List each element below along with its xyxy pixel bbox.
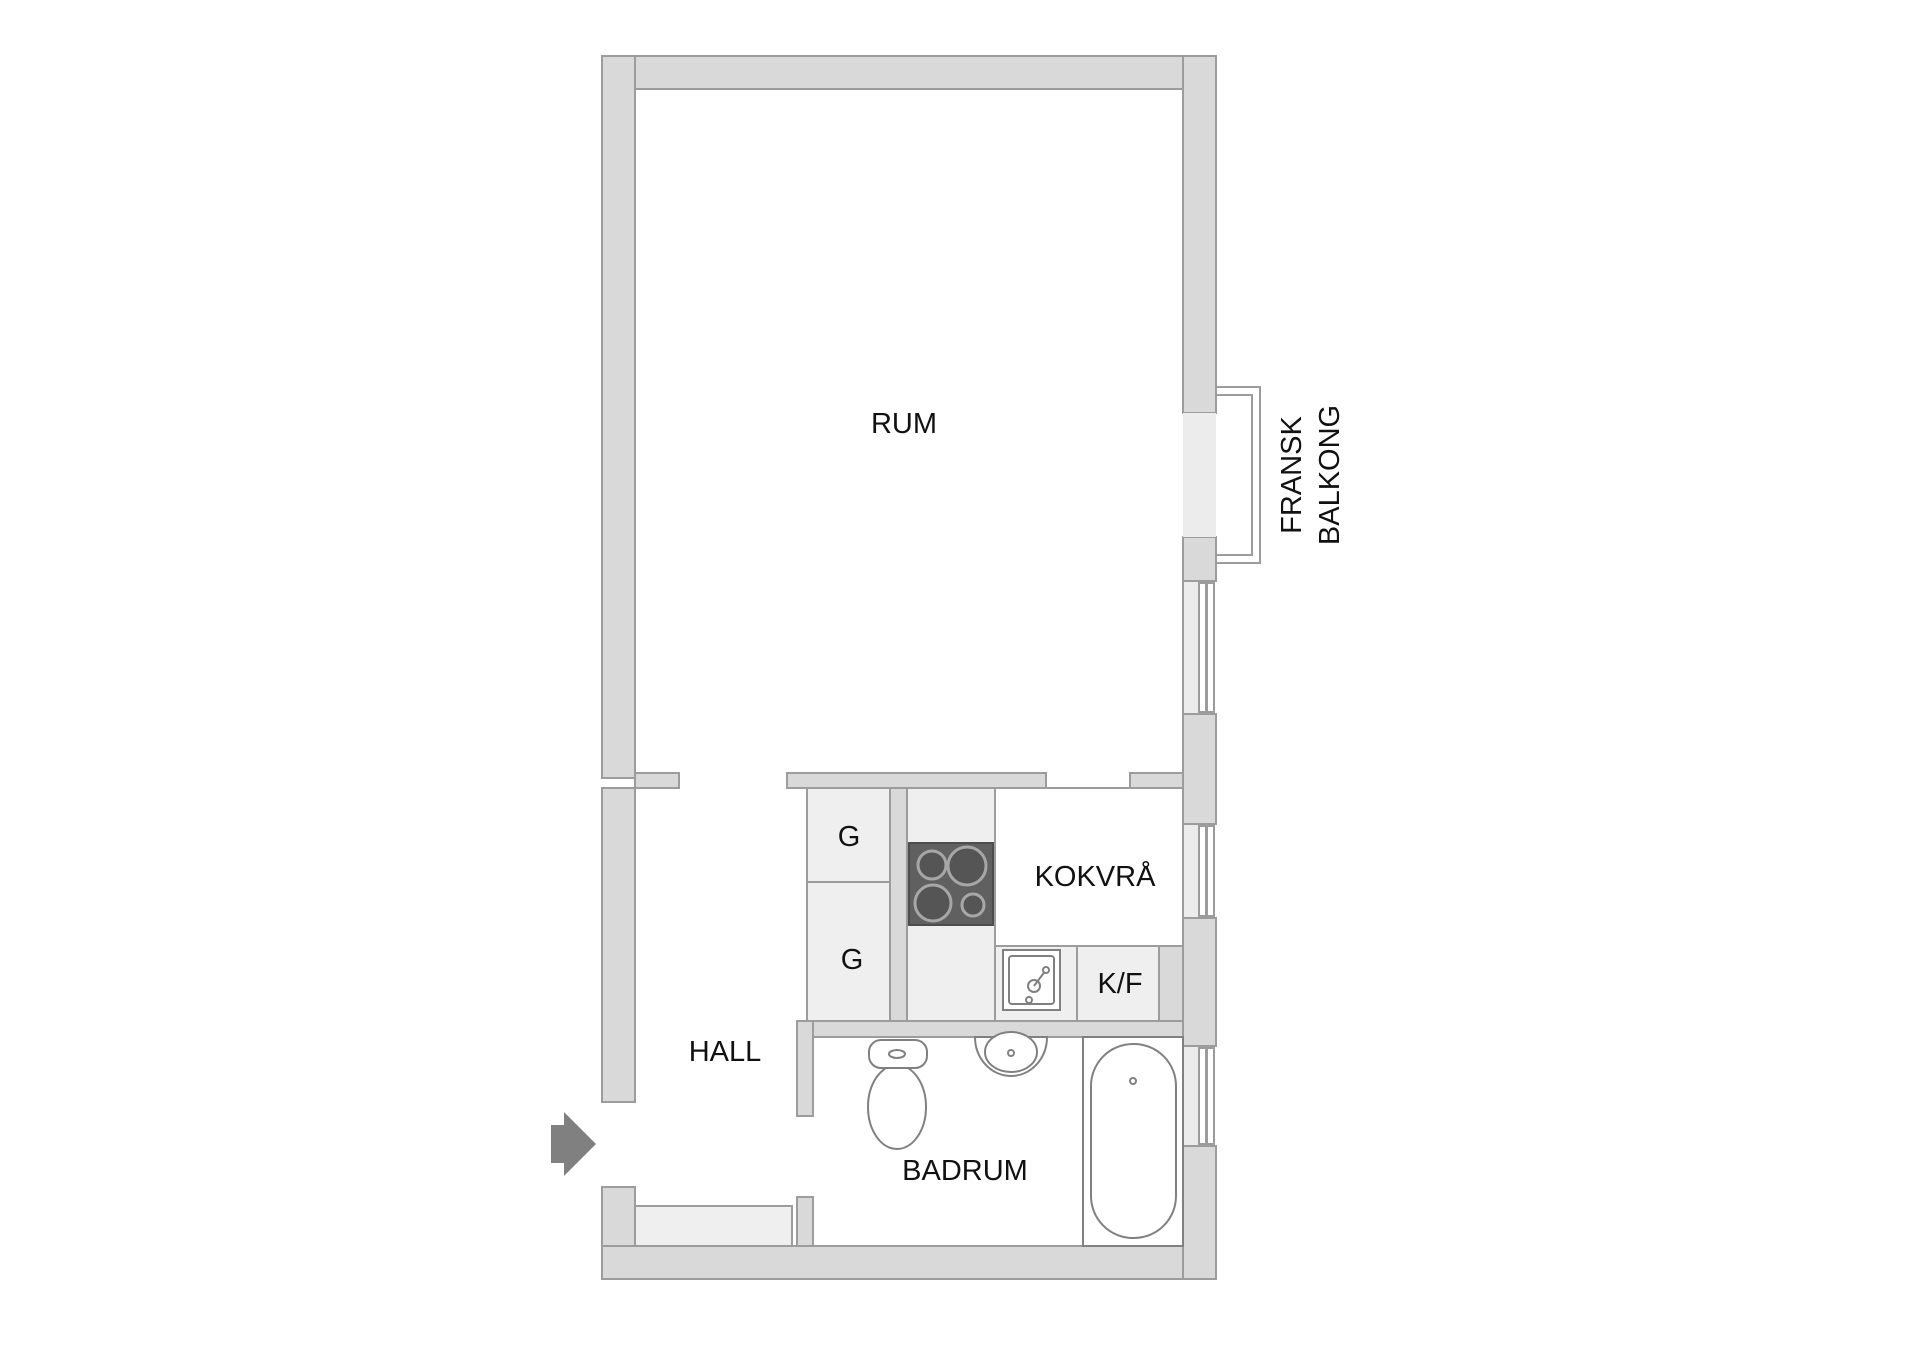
balcony-rail-outer <box>1216 386 1261 564</box>
partition-middle <box>786 772 1047 789</box>
wall-left-upper <box>601 55 636 779</box>
window-room <box>1182 580 1215 715</box>
wall-top <box>601 55 1217 90</box>
label-badrum: BADRUM <box>902 1155 1028 1187</box>
label-fransk-balkong: FRANSK BALKONG <box>1276 405 1346 545</box>
window-kitchen <box>1182 823 1215 919</box>
window-bathroom <box>1182 1045 1215 1147</box>
label-kf: K/F <box>1097 968 1142 1000</box>
bathroom-fixtures <box>867 1031 1184 1247</box>
closets <box>806 787 891 1022</box>
label-closet-bottom: G <box>841 944 864 976</box>
wall-bath-left-lower <box>796 1196 814 1247</box>
balcony-rail-inner <box>1216 394 1253 556</box>
fridge-box <box>1076 945 1160 1022</box>
wall-right-2 <box>1182 536 1217 582</box>
washbasin-icon <box>973 1031 1049 1077</box>
bathtub-icon <box>1082 1036 1184 1247</box>
balcony-opening <box>1183 413 1216 537</box>
french-balcony <box>1183 386 1261 564</box>
hall-bench <box>634 1205 793 1247</box>
entrance-arrow-body <box>551 1112 596 1176</box>
wall-left-lower <box>601 787 636 1103</box>
label-closet-top: G <box>838 821 861 853</box>
label-hall: HALL <box>689 1036 762 1068</box>
label-balcony-line2: BALKONG <box>1314 405 1346 545</box>
kitchen-floor <box>994 787 1184 947</box>
partition-right-stub <box>1129 772 1184 789</box>
toilet-icon <box>867 1039 928 1150</box>
partition-left-stub <box>634 772 680 789</box>
label-rum: RUM <box>871 408 937 440</box>
wall-bath-top <box>796 1020 1184 1038</box>
label-kokvra: KOKVRÅ <box>1035 860 1157 893</box>
label-balcony-line1: FRANSK <box>1276 416 1308 534</box>
wall-right-4 <box>1182 917 1217 1047</box>
wall-right-1 <box>1182 55 1217 414</box>
wall-right-5 <box>1182 1145 1217 1280</box>
kitchen-sink-icon <box>1002 949 1061 1011</box>
walls <box>601 55 1217 1280</box>
kitchen-right-filler <box>1158 945 1184 1022</box>
wall-bath-left <box>796 1020 814 1117</box>
wall-closet-kitchen <box>889 787 908 1022</box>
wall-right-3 <box>1182 713 1217 825</box>
closet-bottom <box>806 881 891 1022</box>
windows <box>1182 580 1215 1147</box>
hob-icon <box>908 842 994 926</box>
wall-bottom <box>601 1245 1217 1280</box>
closet-top <box>806 787 891 883</box>
